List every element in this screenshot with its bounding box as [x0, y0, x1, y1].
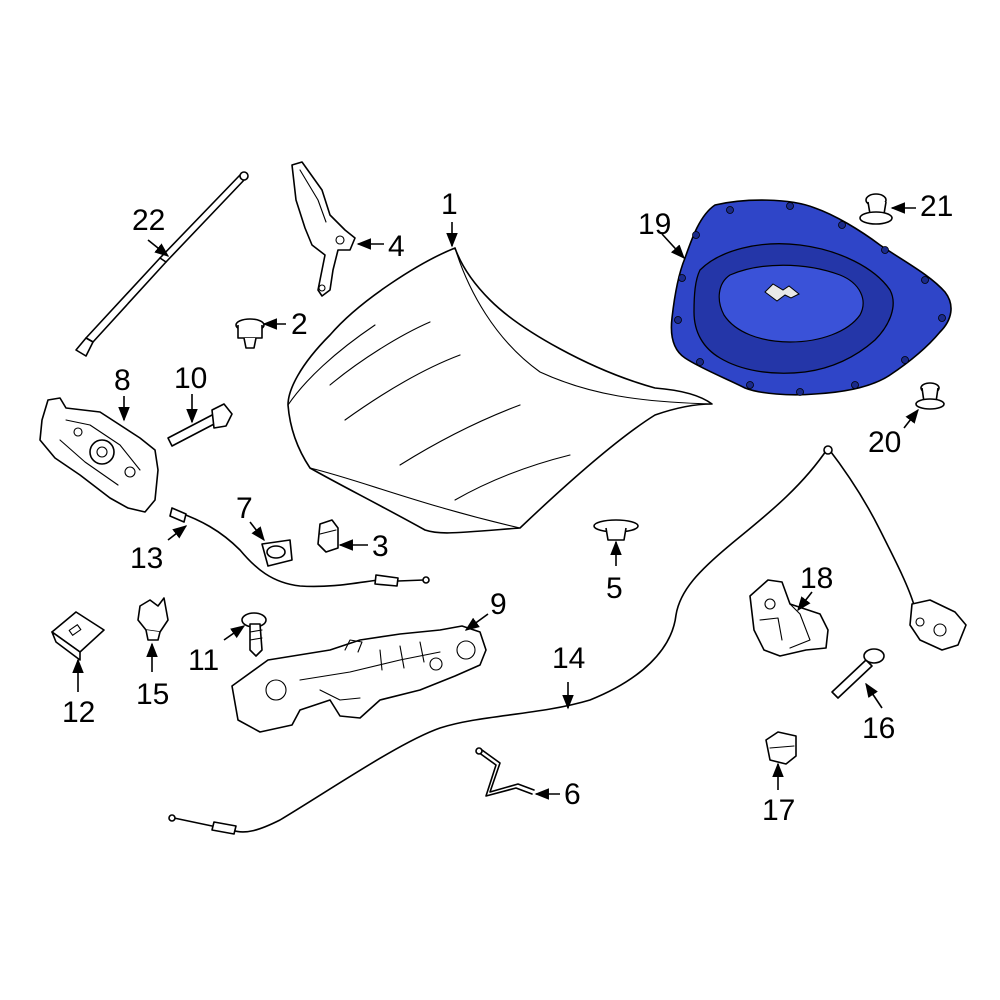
part-5-grommet[interactable]: [593, 519, 639, 541]
part-1-hood[interactable]: [287, 247, 713, 534]
part-22-hood-lift-support[interactable]: [75, 171, 249, 357]
callout-21: 21: [920, 190, 953, 223]
callout-6: 6: [564, 778, 581, 811]
callout-16: 16: [862, 712, 895, 745]
insulator-raised-pad: [718, 264, 864, 343]
callout-4: 4: [388, 230, 405, 263]
part-19-hood-insulator[interactable]: [670, 199, 952, 396]
part-11-screw[interactable]: [241, 612, 267, 657]
callout-22: 22: [132, 204, 165, 237]
callout-labels: 1 2 3 4 5 6 7 8 9 10 11 12 13 14 15 16 1…: [62, 188, 953, 827]
part-13-release-cable[interactable]: [169, 507, 430, 588]
part-15-push-clip[interactable]: [137, 597, 169, 641]
part-16-bolt[interactable]: [831, 648, 885, 699]
part-8-hood-latch[interactable]: [39, 397, 159, 513]
part-9-latch-support[interactable]: [231, 625, 487, 733]
callout-11: 11: [188, 644, 219, 677]
part-4-hinge[interactable]: [291, 161, 356, 297]
callout-12: 12: [62, 696, 95, 729]
leader-lines: [72, 202, 919, 800]
insulator-emblem: [764, 283, 800, 302]
part-14-release-cable[interactable]: [168, 445, 967, 835]
callout-10: 10: [174, 362, 207, 395]
callout-15: 15: [136, 678, 169, 711]
callout-17: 17: [762, 794, 795, 827]
part-20-push-pin[interactable]: [915, 382, 945, 410]
callout-3: 3: [372, 530, 389, 563]
part-2-bumper[interactable]: [235, 318, 265, 349]
part-6-prop-rod[interactable]: [475, 747, 535, 797]
part-18-bracket[interactable]: [749, 579, 829, 657]
callout-13: 13: [130, 542, 163, 575]
callout-14: 14: [552, 642, 585, 675]
callout-20: 20: [868, 426, 901, 459]
callout-5: 5: [606, 572, 623, 605]
callout-18: 18: [800, 562, 833, 595]
part-17-clip[interactable]: [765, 731, 797, 765]
callout-7: 7: [236, 492, 253, 525]
part-12-clip[interactable]: [51, 611, 105, 661]
part-7-grommet[interactable]: [261, 539, 293, 567]
callout-9: 9: [490, 588, 507, 621]
part-3-clip[interactable]: [317, 519, 339, 553]
part-10-bolt[interactable]: [167, 403, 233, 447]
callout-1: 1: [441, 188, 458, 221]
callout-19: 19: [638, 208, 671, 241]
callout-8: 8: [114, 364, 131, 397]
callout-2: 2: [291, 308, 308, 341]
part-21-push-pin[interactable]: [859, 193, 893, 225]
